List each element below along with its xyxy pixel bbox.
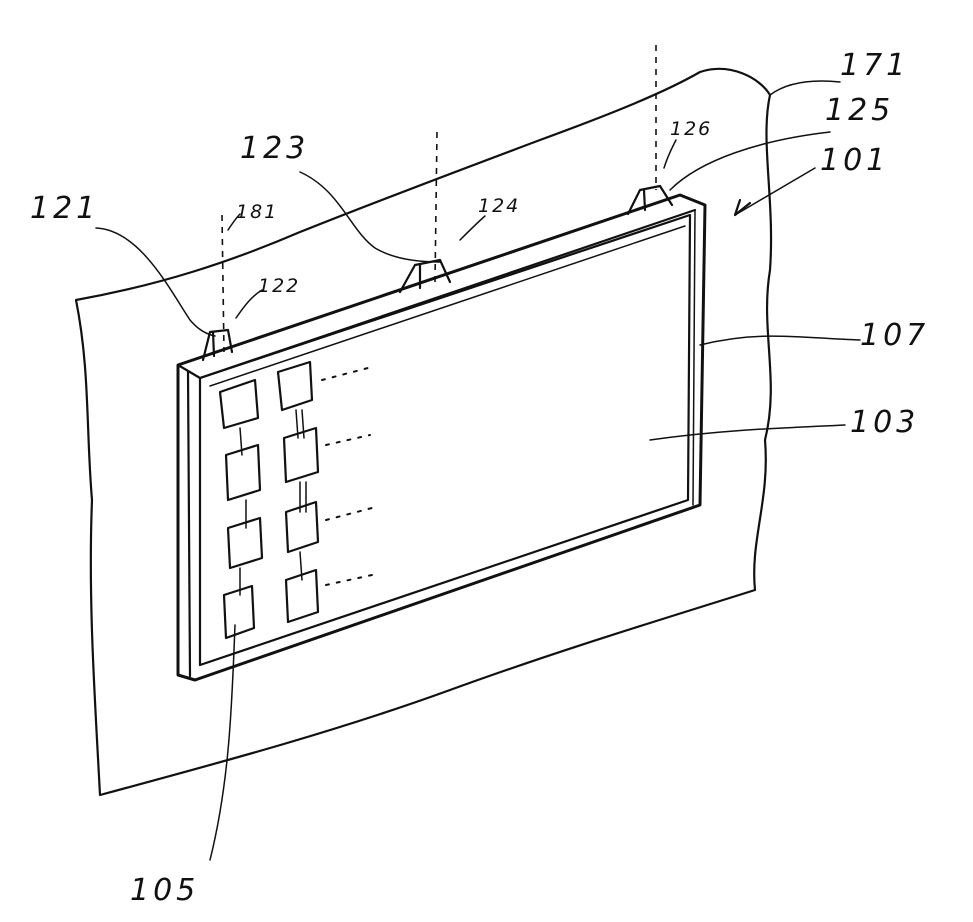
cell: [228, 518, 262, 568]
frame-left-face: [178, 365, 190, 676]
leader-107: [700, 336, 860, 345]
label-122: 122: [258, 275, 300, 297]
cell: [220, 380, 258, 428]
label-103: 103: [850, 405, 919, 440]
frame-inner-line: [210, 226, 685, 386]
label-125: 125: [825, 93, 894, 128]
label-126: 126: [670, 118, 712, 140]
label-121: 121: [30, 191, 99, 226]
leader-125: [670, 132, 830, 190]
frame-outer: [178, 195, 705, 680]
cell-dots: [326, 435, 370, 445]
cell-dots: [322, 368, 368, 380]
cell: [284, 428, 318, 482]
label-105: 105: [130, 873, 199, 908]
cell: [286, 502, 318, 552]
frame-right-face: [693, 210, 695, 505]
cell-dots: [326, 508, 372, 520]
label-101: 101: [820, 143, 889, 178]
cell-dots: [326, 575, 372, 585]
axis-mid: [435, 132, 437, 282]
cell: [226, 445, 260, 500]
wall-outline: [76, 69, 771, 795]
label-107: 107: [860, 318, 929, 353]
cell-connector: [240, 410, 306, 595]
cell-grid: [220, 362, 372, 638]
label-181: 181: [236, 201, 278, 223]
label-124: 124: [478, 195, 520, 217]
leader-126: [664, 140, 676, 168]
leader-103: [650, 425, 845, 440]
leader-101: [735, 168, 815, 215]
label-171: 171: [840, 48, 909, 83]
cell: [224, 586, 254, 638]
leader-124: [460, 216, 485, 240]
label-123: 123: [240, 131, 309, 166]
cell: [278, 362, 312, 410]
